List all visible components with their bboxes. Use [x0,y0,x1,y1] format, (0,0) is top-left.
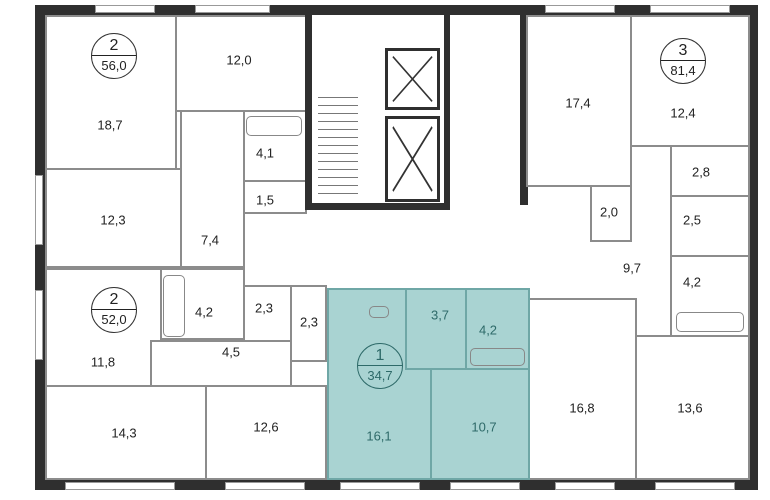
room-hall[interactable] [180,110,245,268]
bathtub [246,116,302,136]
room-bedroom[interactable] [635,335,750,480]
room-area: 13,6 [677,400,703,416]
room-living[interactable] [45,385,207,480]
room-wc[interactable] [670,145,750,197]
room-area: 2,8 [691,164,711,180]
room-area: 7,4 [200,232,220,248]
window [655,482,735,490]
room-area: 4,2 [194,304,214,320]
room-area: 17,4 [565,95,591,111]
window [195,5,270,13]
room-storage[interactable] [243,285,292,342]
room-area: 2,0 [599,204,619,220]
window [555,482,615,490]
room-area: 10,7 [471,419,497,435]
room-bedroom-highlighted[interactable] [430,368,530,480]
room-area: 12,4 [670,105,696,121]
window [450,482,520,490]
room-area: 2,3 [299,314,319,330]
apartment-rooms: 2 [92,288,136,310]
room-bedroom[interactable] [205,385,327,480]
elevator [385,48,440,110]
room-area: 2,5 [682,212,702,228]
room-area: 4,2 [682,274,702,290]
room-area: 16,1 [366,428,392,444]
bathtub [470,348,525,366]
window [95,5,155,13]
room-storage[interactable] [290,285,327,362]
window [35,175,43,245]
room-area: 4,2 [478,322,498,338]
stairs [318,90,358,200]
room-area: 9,7 [622,260,642,276]
bathtub [676,312,744,332]
room-area: 12,3 [100,212,126,228]
room-living[interactable] [528,298,637,480]
room-storage[interactable] [590,185,632,242]
room-wc[interactable] [243,180,307,214]
window [65,482,175,490]
apartment-area: 34,7 [367,368,393,383]
room-area: 4,5 [221,344,241,360]
elevator [385,116,440,202]
window [225,482,305,490]
room-area: 14,3 [111,425,137,441]
room-hall[interactable] [150,340,292,387]
room-area: 16,8 [569,400,595,416]
outer-wall-right [750,5,758,490]
apartment-area: 81,4 [670,63,696,78]
apartment-area: 56,0 [101,58,127,73]
room-area: 3,7 [430,307,450,323]
room-wc[interactable] [670,195,750,257]
room-area: 2,3 [254,300,274,316]
kitchen-sink [369,306,389,318]
room-area: 1,5 [255,192,275,208]
room-area: 18,7 [97,117,123,133]
apartment-rooms: 1 [358,344,402,366]
window [340,482,420,490]
apartment-rooms: 2 [92,34,136,56]
room-area: 11,8 [90,354,116,370]
outer-wall-left [35,5,45,490]
apartment-rooms: 3 [661,39,705,61]
room-hall-highlighted[interactable] [405,288,467,370]
window [545,5,615,13]
bathtub [163,275,185,337]
window [35,290,43,360]
room-area: 4,1 [255,145,275,161]
room-area: 12,0 [226,52,252,68]
apartment-area: 52,0 [101,312,127,327]
wall [520,5,528,205]
window [650,5,730,13]
room-area: 12,6 [253,419,279,435]
